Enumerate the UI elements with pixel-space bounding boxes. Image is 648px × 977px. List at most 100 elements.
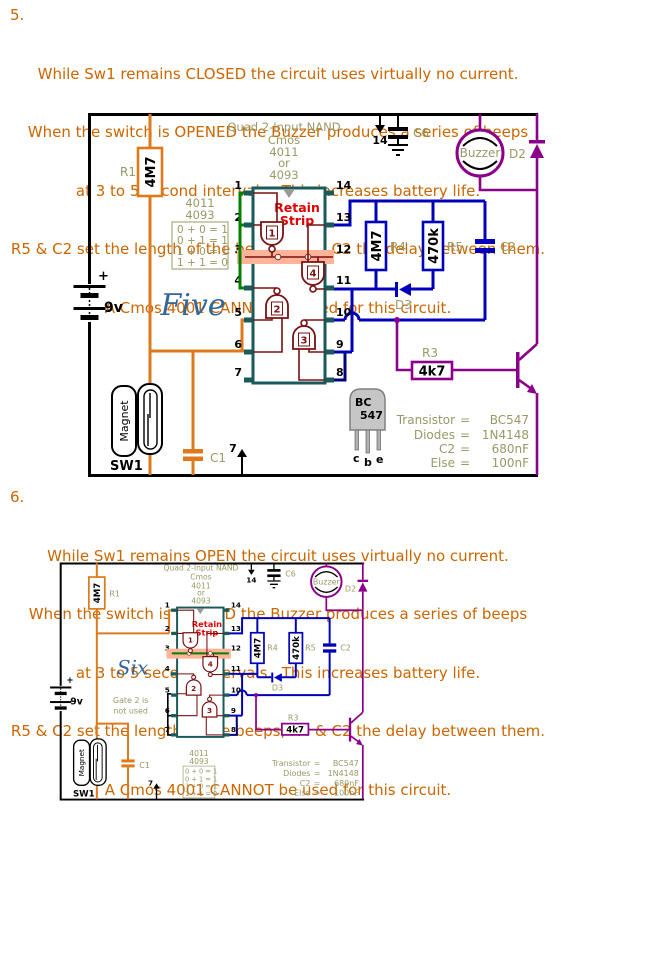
pin-14-arrow: 14 xyxy=(372,115,388,147)
note-eq: = xyxy=(314,779,321,788)
ic-title-line: Cmos xyxy=(268,133,300,147)
retain-strip-label: Strip xyxy=(280,213,314,228)
component-notes: Transistor = BC547 Diodes = 1N4148 C2 = … xyxy=(396,413,529,470)
pin-7-arrow: 7 xyxy=(148,778,160,800)
diode-d3-icon xyxy=(395,282,398,297)
note-value: 1N4148 xyxy=(328,769,359,778)
reed-switch-sw1: SW1 xyxy=(73,738,107,800)
power-rails xyxy=(59,562,365,801)
note-eq: = xyxy=(460,428,470,442)
pin14-label: 14 xyxy=(372,134,388,147)
instruction-5-number: 5. xyxy=(10,6,25,24)
ic-title-line: Cmos xyxy=(190,573,211,582)
d2-label: D2 xyxy=(509,147,526,161)
ic-title-line: 4011 xyxy=(269,145,298,159)
package-text: BC xyxy=(355,396,371,409)
r5-value: 470k xyxy=(292,636,302,660)
pin-number: 4 xyxy=(165,664,170,673)
timing-network: 4M7 R4 470k R5 C2 D3 xyxy=(229,617,351,736)
gate2-note-line: not used xyxy=(113,707,148,716)
gate-number: 4 xyxy=(208,660,213,669)
battery-9v: + 9v xyxy=(50,676,83,712)
r5-label: R5 xyxy=(305,644,316,653)
r1-value: 4M7 xyxy=(93,583,103,604)
ic-notch-icon xyxy=(283,189,295,198)
pin7-label: 7 xyxy=(229,442,237,455)
package-leg-label: e xyxy=(376,453,383,466)
transistor-package-drawing: BC 547 c b e xyxy=(349,388,386,469)
buzzer-label: Buzzer xyxy=(313,577,341,586)
pin-number: 8 xyxy=(336,366,344,379)
note-value: 680nF xyxy=(492,442,530,456)
note-eq: = xyxy=(460,413,470,427)
resistor-r3: 4k7 R3 xyxy=(254,693,349,736)
circuit-name: Six xyxy=(117,657,148,680)
truth-chip: 4093 xyxy=(189,757,209,766)
note-value: 680nF xyxy=(334,779,359,788)
pin-number: 14 xyxy=(231,601,241,610)
ic-4011-title: Quad 2-Input NAND Cmos 4011 or 4093 xyxy=(164,563,239,605)
r5-label: R5 xyxy=(447,240,463,254)
instruction-line: While Sw1 remains CLOSED the circuit use… xyxy=(37,64,519,83)
gate-number: 1 xyxy=(188,636,193,645)
pin-14-arrow: 14 xyxy=(246,563,256,584)
magnet: Magnet xyxy=(72,739,91,786)
capacitor-c6: C6 xyxy=(388,114,429,156)
buzzer-label: Buzzer xyxy=(460,146,501,160)
truth-table: 4011 4093 0 + 0 = 1 0 + 1 = 1 1 + 0 = 1 … xyxy=(171,196,229,270)
pin-number: 13 xyxy=(336,211,351,224)
pin-number: 10 xyxy=(231,685,241,694)
instruction-line: A Cmos 4001 CANNOT be used for this circ… xyxy=(104,780,452,799)
pin-number: 2 xyxy=(165,624,170,633)
instruction-line: While Sw1 remains OPEN the circuit uses … xyxy=(47,546,509,565)
instruction-5: 5. While Sw1 remains CLOSED the circuit … xyxy=(0,6,556,338)
c6-label: C6 xyxy=(413,126,429,140)
pin-number: 13 xyxy=(231,624,241,633)
battery-plus-label: + xyxy=(66,676,73,686)
gate-number: 3 xyxy=(207,706,212,715)
magnet: Magnet xyxy=(111,385,137,457)
r1-label: R1 xyxy=(109,589,120,598)
pin-number: 3 xyxy=(234,243,242,256)
truth-row: 0 + 1 = 1 xyxy=(177,235,228,247)
gate-number: 3 xyxy=(301,336,308,347)
note-label: Transistor xyxy=(271,759,311,768)
pin-number: 10 xyxy=(336,306,352,319)
note-value: 100nF xyxy=(492,456,530,470)
truth-row: 0 + 1 = 1 xyxy=(185,775,217,783)
resistor-r3: 4k7 R3 xyxy=(394,317,516,381)
pin-number: 5 xyxy=(234,306,242,319)
note-label: Diodes xyxy=(283,769,310,778)
buzzer: Buzzer xyxy=(455,114,537,192)
retain-strip-label: Retain xyxy=(274,200,320,215)
note-label: Else xyxy=(294,788,310,797)
pin-number: 11 xyxy=(336,274,351,287)
d3-label: D3 xyxy=(272,683,283,692)
timing-network: 4M7 R4 470k R5 C2 D3 xyxy=(334,199,516,382)
diode-d3-icon xyxy=(271,672,274,683)
battery-plus-label: + xyxy=(98,269,109,284)
component-notes: Transistor = BC547 Diodes = 1N4148 C2 = … xyxy=(271,759,359,797)
note-value: 100nF xyxy=(334,788,359,797)
nand-gates: 1 4 2 3 xyxy=(253,192,325,381)
r5-value: 470k xyxy=(427,228,442,264)
r1-value: 4M7 xyxy=(144,156,159,187)
pin-7-arrow: 7 xyxy=(229,442,247,475)
r3-value: 4k7 xyxy=(419,365,446,380)
retain-strip-label: Strip xyxy=(196,627,219,637)
reed-switch-sw1: SW1 xyxy=(110,383,163,474)
transistor-bc547 xyxy=(348,711,364,800)
note-eq: = xyxy=(314,759,321,768)
pin-number: 5 xyxy=(165,685,170,694)
resistor-r1: 4M7 R1 xyxy=(120,114,244,475)
pin-number: 2 xyxy=(234,211,242,224)
note-label: C2 xyxy=(439,442,455,456)
capacitor-c1: C1 xyxy=(183,449,226,465)
package-text: 547 xyxy=(360,409,383,422)
pin-number: 11 xyxy=(231,664,241,673)
pin-number: 9 xyxy=(336,338,344,351)
ic-title-line: 4011 xyxy=(191,581,211,590)
c2-label: C2 xyxy=(340,644,351,653)
